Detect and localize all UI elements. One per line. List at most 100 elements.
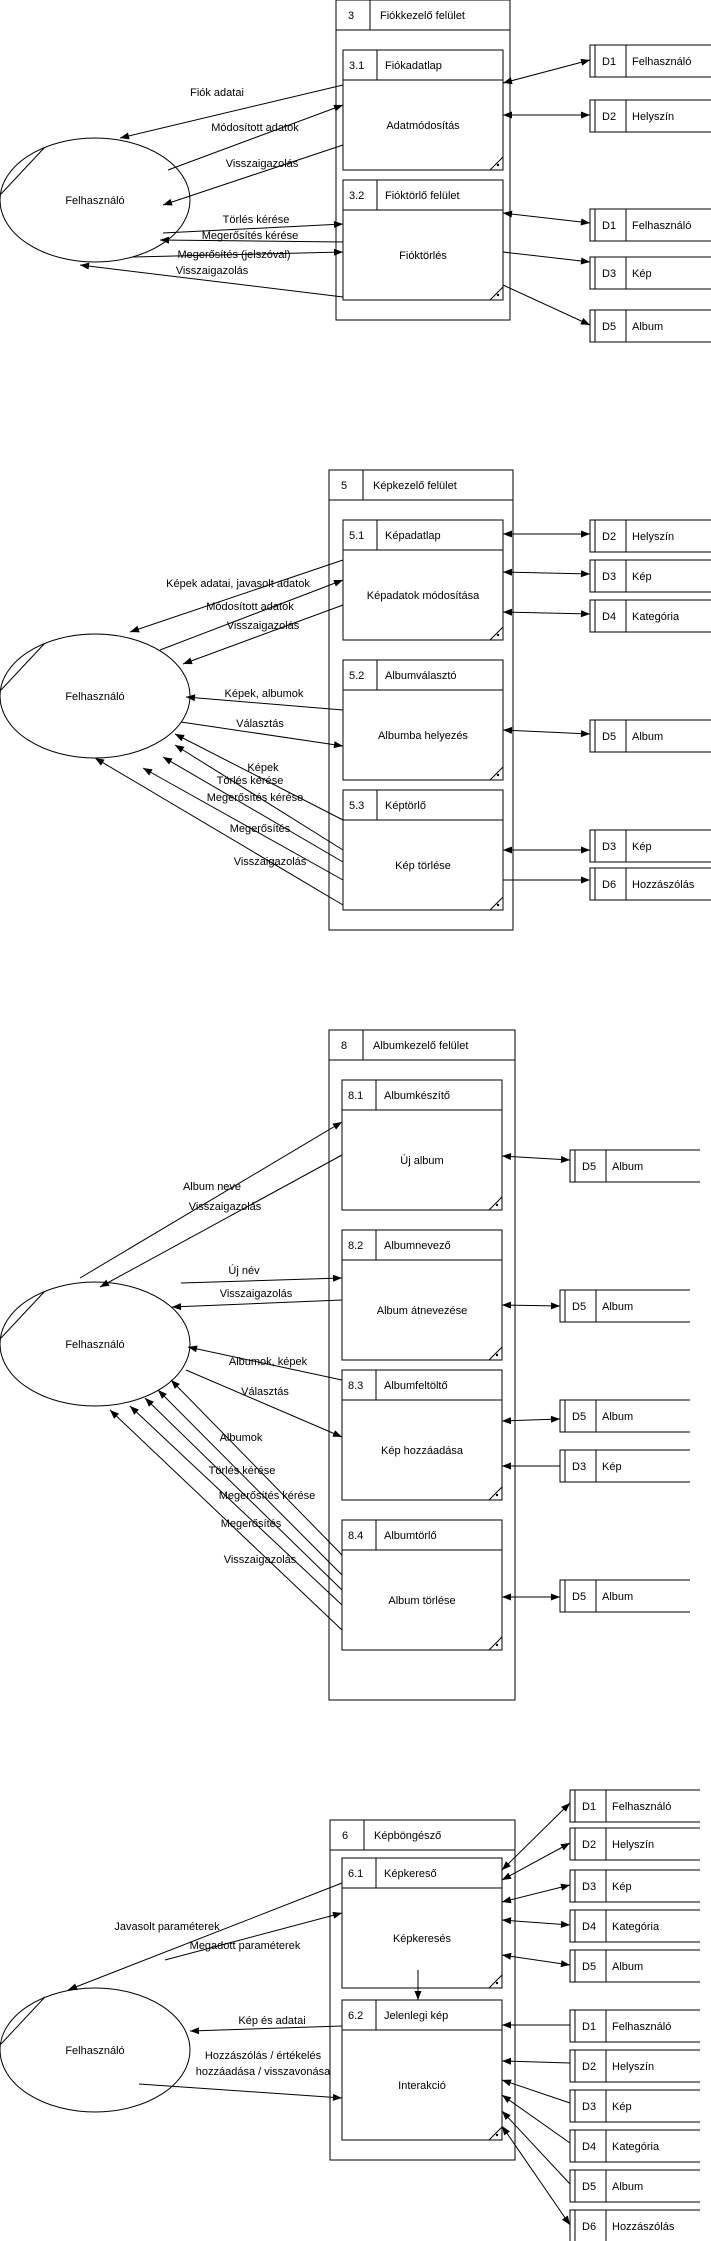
process-corner-dot xyxy=(495,1981,499,1985)
flow-arrow xyxy=(180,1277,343,1284)
flow-label: Megerősítés kérése xyxy=(219,1490,316,1502)
process-action: Interakció xyxy=(398,2080,446,2092)
flow-arrow xyxy=(162,223,344,234)
flow-label: Visszaigazolás xyxy=(224,1554,297,1566)
flow-arrow xyxy=(79,1121,343,1279)
flow-arrow xyxy=(67,1882,343,1991)
arrow-head xyxy=(332,1274,342,1282)
process-corner xyxy=(489,896,504,911)
flow-label: Hozzászólás / értékelés xyxy=(205,2050,322,2062)
entity-marker xyxy=(0,1996,46,2045)
arrow-head xyxy=(580,730,590,738)
interface-title: Képböngésző xyxy=(374,1830,441,1842)
process-corner xyxy=(488,1196,503,1211)
store-id: D1 xyxy=(582,2021,596,2033)
process-name: Albumtörlő xyxy=(384,1530,437,1542)
process-box xyxy=(342,789,504,911)
process-number: 6.2 xyxy=(348,2010,363,2022)
flow-arrow xyxy=(185,1369,343,1438)
arrow-head xyxy=(502,2095,512,2104)
process-name: Fiókadatlap xyxy=(385,60,442,72)
store-link xyxy=(502,571,591,575)
flow-arrow xyxy=(157,1389,343,1576)
process-action: Kép hozzáadása xyxy=(381,1445,464,1457)
process-number: 6.1 xyxy=(348,1868,363,1880)
store-name: Kép xyxy=(632,841,652,853)
process-box xyxy=(341,1369,503,1501)
interface-frame xyxy=(335,0,511,321)
process-corner-dot xyxy=(495,1203,499,1207)
arrow-head xyxy=(502,1417,512,1425)
arrow-head xyxy=(130,625,140,633)
store-name: Kategória xyxy=(632,611,680,623)
flow-arrow xyxy=(501,2079,571,2104)
flow-label: Megerősítés (jelszóval) xyxy=(177,249,290,261)
store-name: Album xyxy=(612,2181,643,2193)
process-corner-dot xyxy=(495,1353,499,1357)
arrow-head xyxy=(502,1917,512,1925)
store-name: Kép xyxy=(612,2101,632,2113)
flow-label: Törlés kérése xyxy=(209,1465,276,1477)
arrow-head xyxy=(143,768,153,776)
store-id: D2 xyxy=(602,111,616,123)
store-name: Helyszín xyxy=(612,2061,654,2073)
arrow-head xyxy=(502,1872,512,1880)
store-link xyxy=(501,1802,571,1871)
store-name: Album xyxy=(612,1161,643,1173)
arrow-head xyxy=(503,608,513,616)
store-id: D1 xyxy=(602,220,616,232)
process-corner xyxy=(489,766,504,781)
process-corner-dot xyxy=(496,633,500,637)
store-link xyxy=(502,59,591,84)
interface-title: Fiókkezelő felület xyxy=(380,10,465,22)
store-id: D5 xyxy=(572,1591,586,1603)
store-id: D5 xyxy=(602,731,616,743)
arrow-head xyxy=(551,1593,560,1601)
data-store xyxy=(569,2209,700,2241)
interface-number: 8 xyxy=(341,1040,347,1052)
store-id: D5 xyxy=(572,1411,586,1423)
data-store xyxy=(569,2089,700,2123)
process-corner-dot xyxy=(496,293,500,297)
flow-label: Megadott paraméterek xyxy=(190,1940,301,1952)
flow-label: hozzáadása / visszavonása xyxy=(196,2066,331,2078)
flow-label: Kép és adatai xyxy=(238,2015,305,2027)
store-id: D5 xyxy=(602,321,616,333)
process-action: Album törlése xyxy=(388,1595,455,1607)
data-store xyxy=(589,309,711,343)
flow-label: Albumok, képek xyxy=(229,1356,308,1368)
arrow-head xyxy=(333,741,343,749)
process-corner xyxy=(488,2126,503,2141)
interface-number: 3 xyxy=(348,10,354,22)
process-number: 5.2 xyxy=(349,670,364,682)
arrow-head xyxy=(581,111,590,119)
process-corner-dot xyxy=(495,2133,499,2137)
store-name: Felhasználó xyxy=(612,1801,671,1813)
store-name: Kép xyxy=(612,1881,632,1893)
store-link xyxy=(502,611,591,615)
process-action: Albumba helyezés xyxy=(378,730,468,742)
arrow-head xyxy=(580,318,590,325)
store-name: Hozzászólás xyxy=(612,2221,675,2233)
process-number: 5.3 xyxy=(349,800,364,812)
arrow-head xyxy=(503,111,512,119)
process-action: Album átnevezése xyxy=(377,1305,468,1317)
process-box xyxy=(341,1079,503,1211)
arrow-head xyxy=(110,1410,119,1419)
entity-marker xyxy=(0,146,46,195)
arrow-head xyxy=(580,58,590,66)
store-id: D2 xyxy=(582,1839,596,1851)
entity-label: Felhasználó xyxy=(65,691,124,703)
arrow-head xyxy=(160,236,170,244)
store-link xyxy=(502,212,591,224)
store-link xyxy=(501,1884,571,1903)
store-name: Kategória xyxy=(612,2141,660,2153)
data-store xyxy=(589,599,711,633)
interface-title: Albumkezelő felület xyxy=(373,1040,468,1052)
flow-arrow xyxy=(171,1299,343,1308)
flow-label: Törlés kérése xyxy=(223,214,290,226)
store-id: D3 xyxy=(602,571,616,583)
process-action: Kép törlése xyxy=(395,860,451,872)
flow-arrow xyxy=(502,284,591,326)
store-id: D5 xyxy=(582,1961,596,1973)
